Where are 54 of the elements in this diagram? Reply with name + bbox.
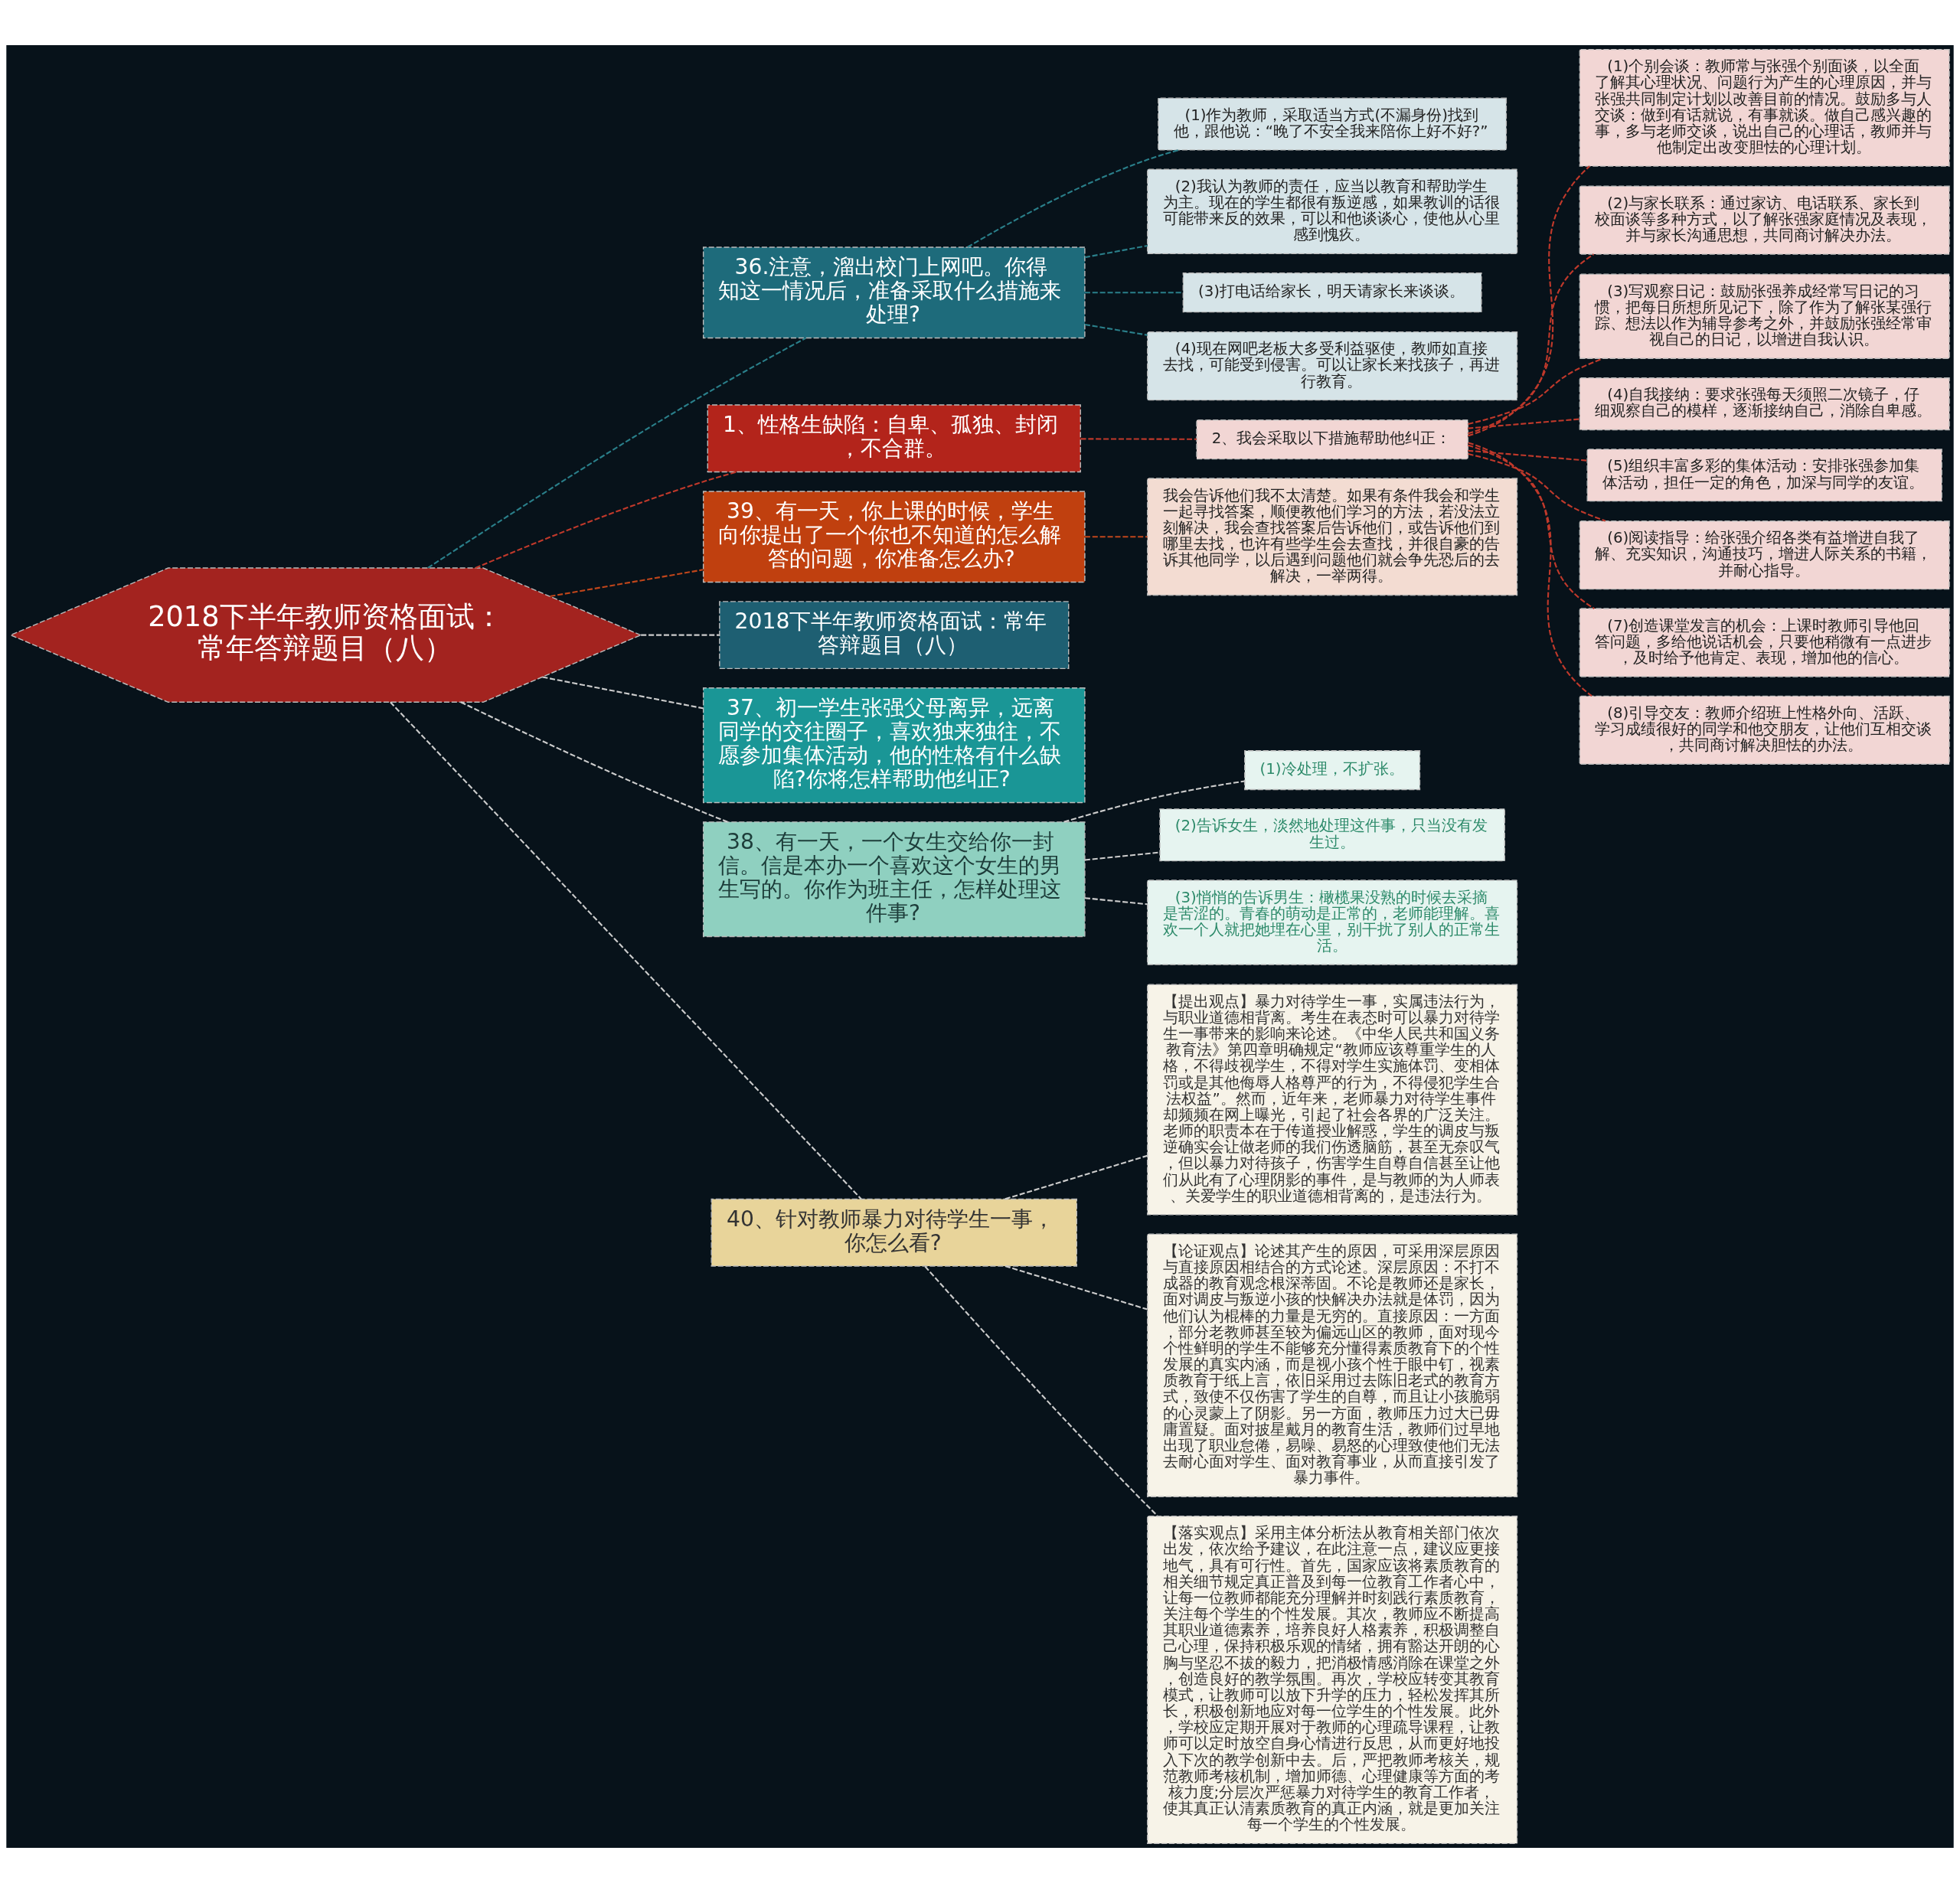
connector bbox=[1084, 244, 1148, 259]
node-box: 37、初一学生张强父母离异，远离同学的交往圈子，喜欢独来独往，不愿参加集体活动，他的性格有什么缺陷?你将怎样帮助他纠正? bbox=[702, 687, 1086, 804]
node-box: 36.注意，溜出校门上网吧。你得知这一情况后，准备采取什么措施来处理? bbox=[702, 246, 1086, 339]
connector bbox=[475, 471, 737, 569]
node-box: (1)作为教师，采取适当方式(不漏身份)找到他，跟他说：“晚了不安全我来陪你上好不好?” bbox=[1158, 97, 1508, 151]
connector bbox=[924, 1265, 1158, 1516]
connector bbox=[1084, 323, 1148, 336]
node-box: (3)写观察日记：鼓励张强养成经常写日记的习惯，把每日所想所见记下，除了作为了解张某强行踪、想法以作为辅导参考之外，并鼓励张强经常审视自己的日记，以增进自我认识。 bbox=[1579, 273, 1950, 360]
connector bbox=[1468, 442, 1592, 697]
connector bbox=[550, 569, 704, 598]
connector bbox=[1004, 1154, 1148, 1200]
connector bbox=[460, 701, 728, 823]
node-box: (3)悄悄的告诉男生：橄榄果没熟的时候去采摘是苦涩的。青春的萌动是正常的，老师能理解。喜欢一个人就把她埋在心里，别干扰了别人的正常生活。 bbox=[1147, 880, 1518, 965]
node-box: (7)创造课堂发言的机会：上课时教师引导他回答问题，多给他说话机会，只要他稍微有一点进步，及时给予他肯定、表现，增加他的信心。 bbox=[1579, 608, 1950, 677]
node-box: (4)自我接纳：要求张强每天须照二次镜子，仔细观察自己的模样，逐渐接纳自己，消除自卑感。 bbox=[1579, 377, 1950, 431]
connector bbox=[542, 676, 704, 710]
node-box: (2)与家长联系：通过家访、电话联系、家长到校面谈等多种方式，以了解张强家庭情况及表现，并与家长沟通思想，共同商讨解决办法。 bbox=[1579, 185, 1950, 255]
node-box: (1)个别会谈：教师常与张强个别面谈，以全面了解其心理状况、问题行为产生的心理原因，并与张强共同制定计划以改善目前的情况。鼓励多与人交谈：做到有话就说，有事就谈。做自己感兴趣的事，多与老师交谈，说出自己的心理话，教师并与他制定出改变胆怯的心理计划。 bbox=[1579, 48, 1950, 167]
node-box: (3)打电话给家长，明天请家长来谈谈。 bbox=[1182, 273, 1482, 313]
connector bbox=[1468, 357, 1603, 425]
node-box: (6)阅读指导：给张强介绍各类有益增进自我了解、充实知识，沟通技巧，增进人际关系的书籍，并耐心指导。 bbox=[1579, 521, 1950, 590]
connector bbox=[1468, 453, 1606, 522]
connector bbox=[427, 337, 807, 569]
connector bbox=[1084, 292, 1184, 294]
connector bbox=[1084, 536, 1148, 538]
node-box: (1)冷处理，不扩张。 bbox=[1244, 749, 1421, 791]
connector bbox=[1004, 1265, 1148, 1310]
node-box: 【提出观点】暴力对待学生一事，实属违法行为，与职业道德相背离。考生在表态时可以暴力对待学生一事带来的影响来论述。《中华人民共和国义务教育法》第四章明确规定“教师应该尊重学生的人格，不得歧视学生，不得对学生实施体罚、变相体罚或是其他侮辱人格尊严的行为，不得侵犯学生合法权益”。然而，近年来，老师暴力对待学生事件却频频在网上曝光，引起了社会各界的广泛关注。老师的职责本在于传道授业解惑，学生的调皮与叛逆确实会让做老师的我们伤透脑筋，甚至无奈叹气，但以暴力对待孩子，伤害学生自尊自信甚至让他们从此有了心理阴影的事件，是与教师的为人师表、关爱学生的职业道德相背离的，是违法行为。 bbox=[1147, 984, 1518, 1216]
connector bbox=[1063, 780, 1245, 823]
node-box: 39、有一天，你上课的时候，学生向你提出了一个你也不知道的怎么解答的问题，你准备怎么办? bbox=[702, 491, 1086, 583]
connector bbox=[1084, 897, 1148, 906]
connector bbox=[1468, 165, 1590, 437]
node-box: 1、性格生缺陷：自卑、孤独、封闭，不合群。 bbox=[707, 404, 1081, 473]
node-box: (8)引导交友：教师介绍班上性格外向、活跃、学习成绩很好的同学和他交朋友，让他们互相交谈，共同商讨解决胆怯的办法。 bbox=[1579, 695, 1950, 765]
connector bbox=[641, 634, 720, 636]
node-box: 【论证观点】论述其产生的原因，可采用深层原因与直接原因相结合的方式论述。深层原因：不打不成器的教育观念根深蒂固。不论是教师还是家长，面对调皮与叛逆小孩的快解决办法就是体罚，因为他们认为棍棒的力量是无穷的。直接原因：一方面，部分老教师甚至较为偏远山区的教师，面对现今个性鲜明的学生不能够充分懂得素质教育下的个性发展的真实内涵，而是视小孩个性于眼中钉，视素质教育于纸上言，依旧采用过去陈旧老式的教育方式，致使不仅伤害了学生的自尊，而且让小孩脆弱的心灵蒙上了阴影。另一方面，教师压力过大已毋庸置疑。面对披星戴月的教育生活，教师们过早地出现了职业怠倦，易噪、易怒的心理致使他们无法去耐心面对学生、面对教育事业，从而直接引发了暴力事件。 bbox=[1147, 1233, 1518, 1497]
connector bbox=[390, 701, 862, 1200]
node-box: 我会告诉他们我不太清楚。如果有条件我会和学生一起寻找答案，顺便教他们学习的方法，若没法立刻解决，我会查找答案后告诉他们，或告诉他们到哪里去找，也许有些学生会去查找，并很自豪的告诉其他同学，以后遇到问题他们就会争先恐后的去解决，一举两得。 bbox=[1147, 478, 1518, 596]
node-box: 2、我会采取以下措施帮助他纠正： bbox=[1196, 419, 1468, 460]
node-box: 【落实观点】采用主体分析法从教育相关部门依次出发，依次给予建议，在此注意一点，建议应更接地气，具有可行性。首先，国家应该将素质教育的相关细节规定真正普及到每一位教育工作者心中，让每一位教师都能充分理解并时刻践行素质教育，关注每个学生的个性发展。其次，教师应不断提高其职业道德素养，培养良好人格素养，积极调整自己心理，保持积极乐观的情绪，拥有豁达开朗的心胸与坚忍不拔的毅力，把消极情感消除在课堂之外，创造良好的教学氛围。再次，学校应转变其教育模式，让教师可以放下升学的压力，轻松发挥其所长，积极创新地应对每一位学生的个性发展。此外，学校应定期开展对于教师的心理疏导课程，让教师可以定时放空自身心情进行反思，从而更好地投入下次的教学创新中去。后，严把教师考核关，规范教师考核机制，增加师德、心理健康等方面的考核力度;分层次严惩暴力对待学生的教育工作者，使其真正认清素质教育的真正内涵，就是更加关注每一个学生的个性发展。 bbox=[1147, 1516, 1518, 1845]
connector bbox=[1080, 438, 1197, 440]
connector bbox=[1468, 444, 1595, 609]
node-box: 38、有一天，一个女生交给你一封信。信是本办一个喜欢这个女生的男生写的。你作为班主任，怎样处理这件事? bbox=[702, 821, 1086, 938]
connector bbox=[1468, 253, 1595, 435]
connector bbox=[967, 149, 1180, 248]
node-box: (2)告诉女生，淡然地处理这件事，只当没有发生过。 bbox=[1159, 808, 1505, 862]
connector bbox=[1468, 418, 1580, 429]
node-box: 40、针对教师暴力对待学生一事，你怎么看? bbox=[710, 1198, 1077, 1267]
connector bbox=[1084, 851, 1160, 861]
node-box: (2)我认为教师的责任，应当以教育和帮助学生为主。现在的学生都很有叛逆感，如果教训的话很可能带来反的效果，可以和他谈谈心，使他从心里感到愧疚。 bbox=[1147, 168, 1518, 255]
connector bbox=[1468, 449, 1587, 462]
node-box: (4)现在网吧老板大多受利益驱使，教师如直接去找，可能受到侵害。可以让家长来找孩子，再进行教育。 bbox=[1147, 331, 1518, 401]
node-box: 2018下半年教师资格面试：常年答辩题目（八） bbox=[719, 601, 1070, 670]
node-box: (5)组织丰富多彩的集体活动：安排张强参加集体活动，担任一定的角色，加深与同学的友谊。 bbox=[1586, 449, 1942, 502]
